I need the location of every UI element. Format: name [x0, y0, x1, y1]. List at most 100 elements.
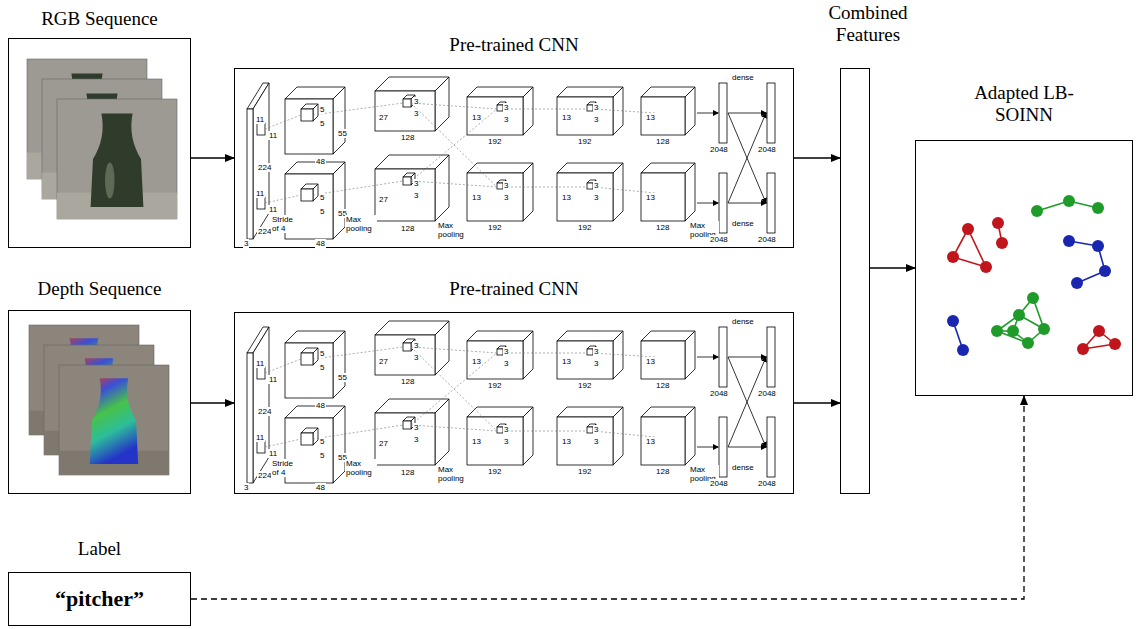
cuboid-face — [403, 177, 411, 185]
layer-arrow — [728, 447, 766, 448]
layer-dimension: 13 — [561, 113, 572, 122]
layer-dimension: 192 — [487, 467, 502, 476]
dotted-guide — [411, 109, 497, 181]
cuboid-face — [313, 348, 318, 365]
frame-image — [59, 365, 169, 475]
layer-dimension: 2048 — [709, 389, 729, 398]
dense-bar — [719, 327, 727, 387]
layer-dimension: Max pooling — [345, 459, 377, 477]
cuboid-face — [253, 83, 269, 239]
layer-arrow — [728, 203, 766, 204]
label-text: “pitcher” — [55, 586, 144, 612]
cuboid-face — [467, 417, 523, 465]
arrow-connector — [870, 267, 915, 268]
cluster-node — [991, 325, 1003, 337]
node-frame: “pitcher” — [8, 572, 191, 626]
kernel — [257, 441, 265, 453]
cuboid-face — [641, 173, 685, 221]
layer-dimension: 3 — [503, 425, 509, 434]
cuboid-face — [247, 353, 253, 483]
rgb-illustration — [9, 39, 192, 249]
layer-arrow — [728, 357, 766, 358]
dotted-guide — [411, 353, 497, 425]
layer-dimension: 3 — [413, 97, 419, 106]
layer-dimension: 13 — [645, 357, 656, 366]
cuboid-face — [467, 407, 533, 417]
cuboid-face — [523, 331, 533, 379]
cuboid-face — [403, 421, 411, 429]
cluster-node — [1038, 323, 1050, 335]
layer-dimension: 3 — [503, 437, 509, 446]
cuboid-face — [641, 341, 685, 379]
cuboid-face — [333, 87, 345, 154]
cluster-node — [1013, 309, 1025, 321]
cuboid-face — [685, 331, 695, 379]
dotted-guide — [411, 181, 497, 187]
layer-arrow — [728, 113, 766, 203]
layer-dimension: 13 — [645, 437, 656, 446]
dotted-guide — [503, 431, 587, 432]
node-frame: 11112241111224Stride of 43554855555548Ma… — [234, 312, 794, 494]
kernel — [257, 197, 265, 209]
layer-dimension: 3 — [593, 347, 599, 356]
cluster-node — [1092, 240, 1104, 252]
layer-dimension: dense — [731, 73, 755, 82]
layer-dimension: 3 — [413, 435, 419, 444]
frame-image — [57, 99, 177, 219]
layer-dimension: 5 — [319, 437, 325, 446]
layer-dimension: 2048 — [709, 479, 729, 488]
cuboid-face — [613, 163, 623, 221]
dotted-guide — [313, 181, 403, 195]
layer-dimension: 5 — [319, 349, 325, 358]
cuboid-face — [557, 97, 613, 135]
layer-dimension: 3 — [413, 109, 419, 118]
dotted-guide — [411, 347, 497, 353]
node-box: Pre-trained CNN11112241111224Stride of 4… — [234, 34, 794, 248]
cluster-node — [1099, 265, 1111, 277]
layer-dimension: 128 — [655, 381, 670, 390]
layer-dimension: 11 — [268, 131, 278, 140]
cuboid-face — [557, 417, 613, 465]
layer-dimension: 3 — [593, 437, 599, 446]
cluster-node — [1093, 325, 1105, 337]
layer-dimension: Stride of 4 — [271, 459, 301, 477]
node-box: Label“pitcher” — [8, 538, 191, 626]
layer-dimension: 3 — [503, 115, 509, 124]
cuboid-face — [301, 433, 313, 445]
layer-dimension: 48 — [315, 401, 326, 410]
cuboid-face — [523, 87, 533, 135]
layer-dimension: 11 — [268, 205, 278, 214]
cuboid-face — [523, 407, 533, 465]
layer-dimension: 27 — [378, 439, 389, 448]
layer-dimension: 13 — [645, 193, 656, 202]
cuboid-face — [467, 341, 523, 379]
dotted-guide — [411, 347, 497, 431]
vase — [90, 378, 138, 464]
node-heading: Depth Sequence — [8, 278, 191, 300]
cuboid-face — [375, 335, 435, 375]
cuboid-face — [253, 327, 269, 483]
layer-dimension: 3 — [593, 359, 599, 368]
cluster-node — [996, 237, 1008, 249]
layer-dimension: 192 — [487, 381, 502, 390]
layer-dimension: 13 — [561, 437, 572, 446]
cuboid-face — [557, 407, 623, 417]
node-box: RGB Sequence — [8, 8, 191, 248]
layer-dimension: 3 — [413, 179, 419, 188]
layer-dimension: 3 — [593, 425, 599, 434]
node-box: Depth Sequence — [8, 278, 191, 494]
cuboid-face — [613, 407, 623, 465]
dotted-guide — [503, 353, 587, 354]
node-box: Pre-trained CNN11112241111224Stride of 4… — [234, 278, 794, 494]
cluster-node — [1007, 325, 1019, 337]
layer-dimension: Max pooling — [345, 215, 377, 233]
layer-dimension: 192 — [487, 223, 502, 232]
dense-bar — [767, 417, 775, 477]
cluster-node — [962, 223, 974, 235]
layer-arrow — [697, 203, 718, 204]
arrow-connector — [191, 157, 234, 158]
layer-dimension: 3 — [593, 115, 599, 124]
cuboid-face — [685, 407, 695, 465]
dotted-guide — [503, 109, 587, 110]
